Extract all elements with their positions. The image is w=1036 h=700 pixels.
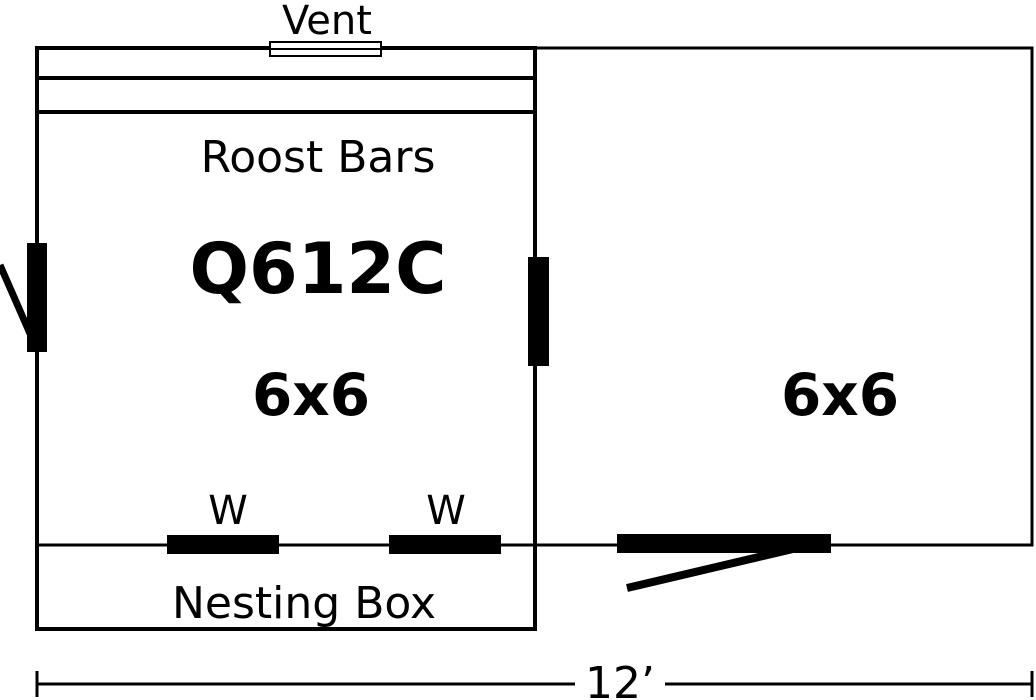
vent-label: Vent [282,0,372,44]
run-door-swing [626,541,811,592]
coop-size-label: 6x6 [252,361,370,429]
window-right-label: W [426,488,466,534]
window-left-label: W [208,488,248,534]
run-door [617,534,831,553]
left-door-swing [0,263,39,347]
model-label: Q612C [190,228,447,310]
left-door [27,243,47,352]
interior-door [528,257,549,366]
run-size-label: 6x6 [781,361,899,429]
window-left [167,535,279,554]
nesting-box-label: Nesting Box [172,578,436,629]
roost-bars-label: Roost Bars [201,132,436,183]
window-right [389,535,501,554]
run-outline [533,46,1034,547]
overall-length-label: 12’ [585,658,655,700]
